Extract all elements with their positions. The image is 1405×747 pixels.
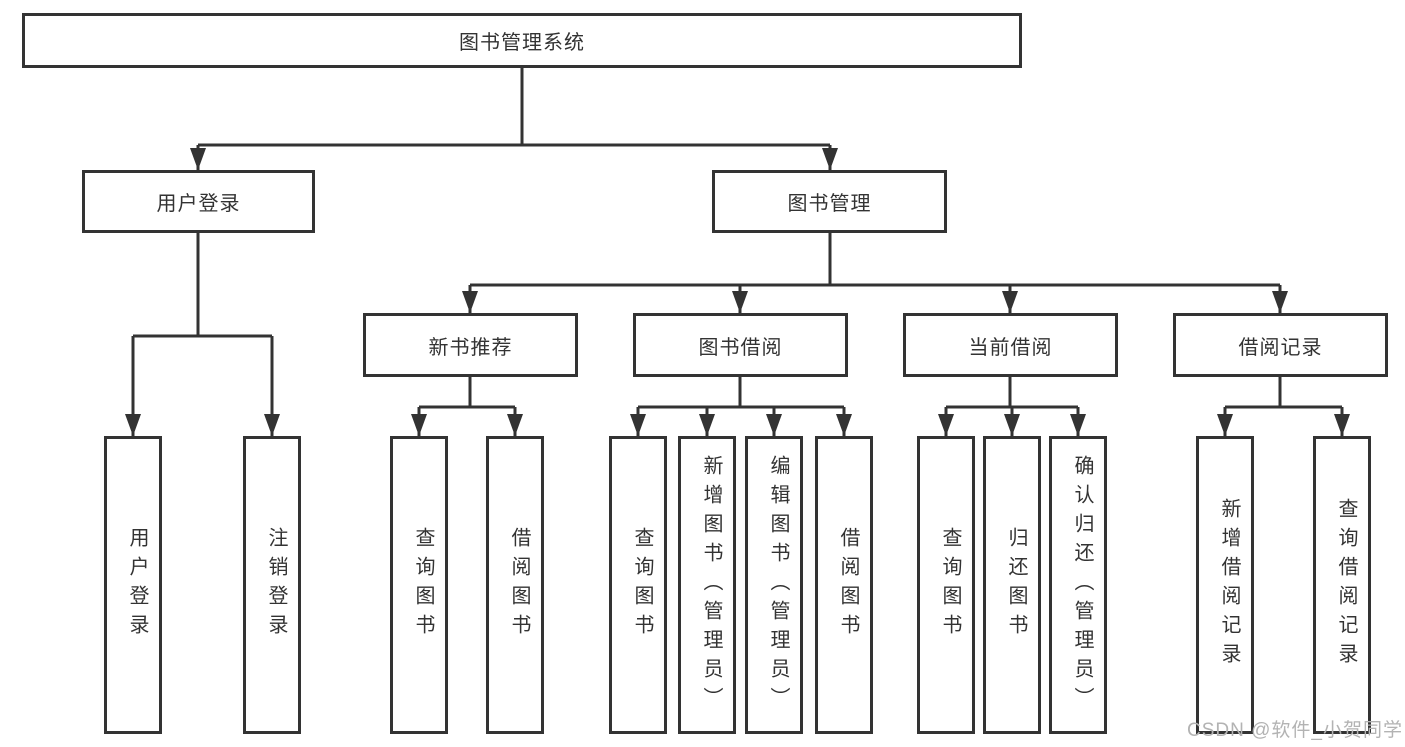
leaf-add-books-admin-label: 新增图书（管理员） [700, 454, 722, 716]
leaf-confirm-return-admin-label: 确认归还（管理员） [1071, 454, 1093, 716]
leaf-query-borrow-record: 查询借阅记录 [1313, 436, 1371, 734]
leaf-add-books-admin: 新增图书（管理员） [678, 436, 736, 734]
branch-new-book [417, 377, 517, 436]
leaf-query-books-current-label: 查询图书 [939, 527, 961, 643]
branch-book-borrow [636, 377, 846, 436]
csdn-watermark: CSDN @软件_小贺同学 [1187, 720, 1403, 741]
leaf-query-books-recommend-label: 查询图书 [412, 527, 434, 643]
node-root: 图书管理系统 [22, 13, 1022, 68]
leaf-add-borrow-record-label: 新增借阅记录 [1218, 498, 1240, 672]
leaf-confirm-return-admin: 确认归还（管理员） [1049, 436, 1107, 734]
leaf-return-books-label: 归还图书 [1005, 527, 1027, 643]
arrowheads [125, 148, 1350, 436]
leaf-return-books: 归还图书 [983, 436, 1041, 734]
leaf-borrow-books-recommend-label: 借阅图书 [508, 527, 530, 643]
node-new-book-recommend: 新书推荐 [363, 313, 578, 377]
leaf-borrow-books-recommend: 借阅图书 [486, 436, 544, 734]
leaf-query-books-current: 查询图书 [917, 436, 975, 734]
leaf-user-login: 用户登录 [104, 436, 162, 734]
node-borrow-records-label: 借阅记录 [1238, 336, 1323, 359]
leaf-edit-books-admin: 编辑图书（管理员） [745, 436, 803, 734]
branch-root-to-level2 [196, 68, 832, 170]
leaf-query-books-borrow-label: 查询图书 [631, 527, 653, 643]
node-current-borrow-label: 当前借阅 [968, 336, 1053, 359]
node-book-management-label: 图书管理 [787, 193, 872, 215]
leaf-edit-books-admin-label: 编辑图书（管理员） [767, 454, 789, 716]
node-book-borrow: 图书借阅 [633, 313, 848, 377]
node-borrow-records: 借阅记录 [1173, 313, 1388, 377]
node-root-label: 图书管理系统 [459, 32, 585, 54]
branch-book-management [468, 233, 1282, 313]
leaf-logout-label: 注销登录 [265, 527, 287, 643]
leaf-add-borrow-record: 新增借阅记录 [1196, 436, 1254, 734]
leaf-user-login-label: 用户登录 [126, 527, 148, 643]
leaf-query-books-borrow: 查询图书 [609, 436, 667, 734]
node-new-book-recommend-label: 新书推荐 [428, 336, 513, 359]
leaf-query-books-recommend: 查询图书 [390, 436, 448, 734]
branch-user-login [131, 233, 274, 436]
node-user-login-label: 用户登录 [156, 193, 241, 215]
branch-borrow-record [1223, 377, 1344, 436]
leaf-borrow-books: 借阅图书 [815, 436, 873, 734]
node-current-borrow: 当前借阅 [903, 313, 1118, 377]
node-book-management: 图书管理 [712, 170, 947, 233]
node-user-login: 用户登录 [82, 170, 315, 233]
leaf-borrow-books-label: 借阅图书 [837, 527, 859, 643]
leaf-query-borrow-record-label: 查询借阅记录 [1335, 498, 1357, 672]
node-book-borrow-label: 图书借阅 [698, 336, 783, 359]
leaf-logout: 注销登录 [243, 436, 301, 734]
